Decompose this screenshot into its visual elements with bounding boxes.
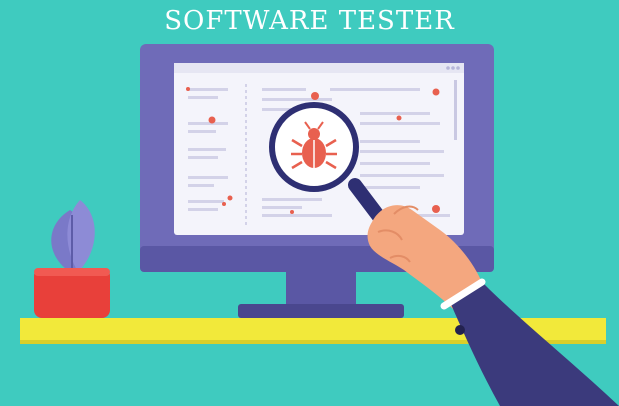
potted-plant [34, 200, 110, 318]
sleeve [440, 278, 619, 406]
page-title: SOFTWARE TESTER [164, 6, 455, 36]
hand [367, 205, 484, 310]
